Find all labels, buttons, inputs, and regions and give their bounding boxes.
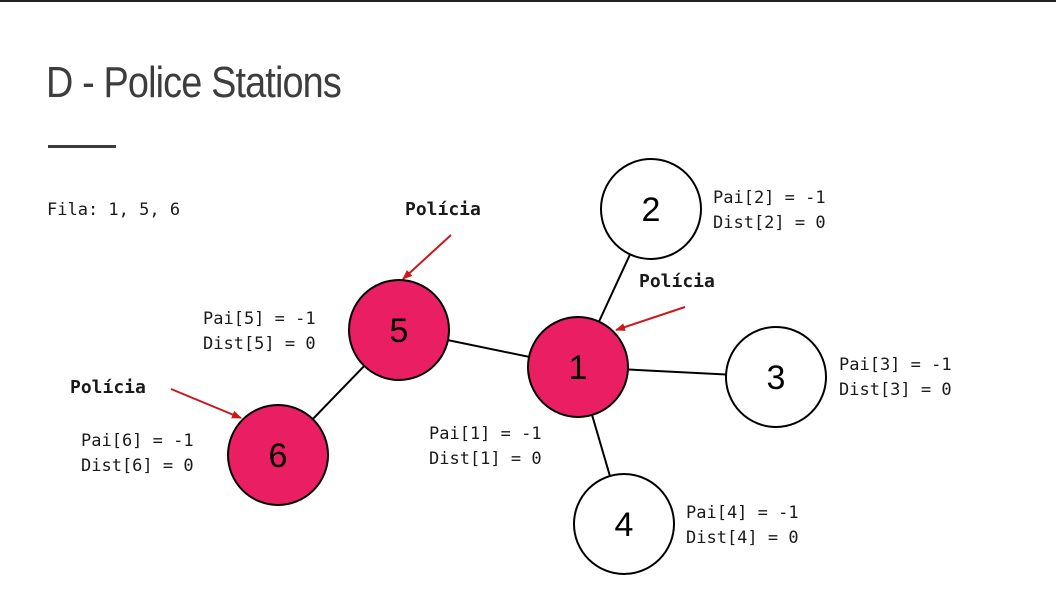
node-4-circle xyxy=(573,473,675,575)
node-5-label: 5 xyxy=(390,312,409,350)
node-1-info: Pai[1] = -1 Dist[1] = 0 xyxy=(429,422,542,472)
node-6-pai: Pai[6] = -1 xyxy=(81,431,194,451)
node-1-label: 1 xyxy=(569,349,588,387)
node-3-info: Pai[3] = -1 Dist[3] = 0 xyxy=(839,353,952,403)
police-arrows xyxy=(170,234,686,419)
node-5-dist: Dist[5] = 0 xyxy=(203,334,316,354)
node-5-info: Pai[5] = -1 Dist[5] = 0 xyxy=(203,307,316,357)
node-3-dist: Dist[3] = 0 xyxy=(839,380,952,400)
police-label-node-5: Polícia xyxy=(405,199,481,220)
edges xyxy=(277,208,777,525)
node-5-circle xyxy=(348,279,450,381)
top-border xyxy=(0,0,1056,2)
node-5[interactable]: 5 xyxy=(348,279,450,381)
slide-title: D - Police Stations xyxy=(46,58,342,107)
node-3-label: 3 xyxy=(767,359,786,397)
arrow-to-node-1 xyxy=(615,306,686,331)
node-2-info: Pai[2] = -1 Dist[2] = 0 xyxy=(713,186,826,236)
node-1-circle xyxy=(527,316,629,418)
node-2-dist: Dist[2] = 0 xyxy=(713,213,826,233)
node-2-pai: Pai[2] = -1 xyxy=(713,188,826,208)
node-2-label: 2 xyxy=(642,191,661,229)
arrow-to-node-6 xyxy=(170,388,242,419)
police-label-node-1: Polícia xyxy=(639,271,715,292)
node-1-dist: Dist[1] = 0 xyxy=(429,449,542,469)
police-label-node-6: Polícia xyxy=(70,377,146,398)
node-6-info: Pai[6] = -1 Dist[6] = 0 xyxy=(81,429,194,479)
node-5-pai: Pai[5] = -1 xyxy=(203,309,316,329)
node-3-circle xyxy=(725,326,827,428)
node-2[interactable]: 2 xyxy=(600,158,702,260)
node-3-pai: Pai[3] = -1 xyxy=(839,355,952,375)
node-1[interactable]: 1 xyxy=(527,316,629,418)
node-3[interactable]: 3 xyxy=(725,326,827,428)
node-1-pai: Pai[1] = -1 xyxy=(429,424,542,444)
queue-text: Fila: 1, 5, 6 xyxy=(47,200,181,220)
node-6-circle xyxy=(227,404,329,506)
arrow-to-node-5 xyxy=(402,234,452,280)
node-2-circle xyxy=(600,158,702,260)
node-4[interactable]: 4 xyxy=(573,473,675,575)
node-4-dist: Dist[4] = 0 xyxy=(686,528,799,548)
node-4-label: 4 xyxy=(615,506,634,544)
node-6-label: 6 xyxy=(269,437,288,475)
node-6[interactable]: 6 xyxy=(227,404,329,506)
node-4-info: Pai[4] = -1 Dist[4] = 0 xyxy=(686,501,799,551)
node-6-dist: Dist[6] = 0 xyxy=(81,456,194,476)
node-4-pai: Pai[4] = -1 xyxy=(686,503,799,523)
title-underline xyxy=(48,145,116,148)
